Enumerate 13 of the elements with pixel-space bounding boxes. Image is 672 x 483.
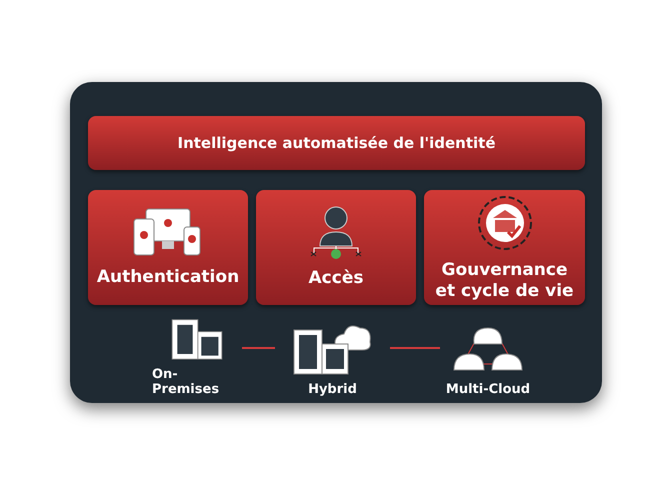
node-label: Multi-Cloud	[446, 382, 530, 398]
banner-title: Intelligence automatisée de l'identité	[178, 134, 496, 152]
connector-line	[390, 347, 440, 349]
card-title: Gouvernance et cycle de vie	[434, 260, 575, 301]
connector-line	[242, 347, 275, 349]
feature-card	[88, 190, 248, 305]
feature-card	[256, 190, 416, 305]
node-label: On-Premises	[152, 366, 220, 398]
card-title: Accès	[308, 268, 364, 289]
node-label: Hybrid	[308, 382, 357, 398]
card-title: Authentication	[96, 267, 240, 288]
feature-card	[424, 190, 585, 305]
title-banner	[88, 116, 585, 170]
